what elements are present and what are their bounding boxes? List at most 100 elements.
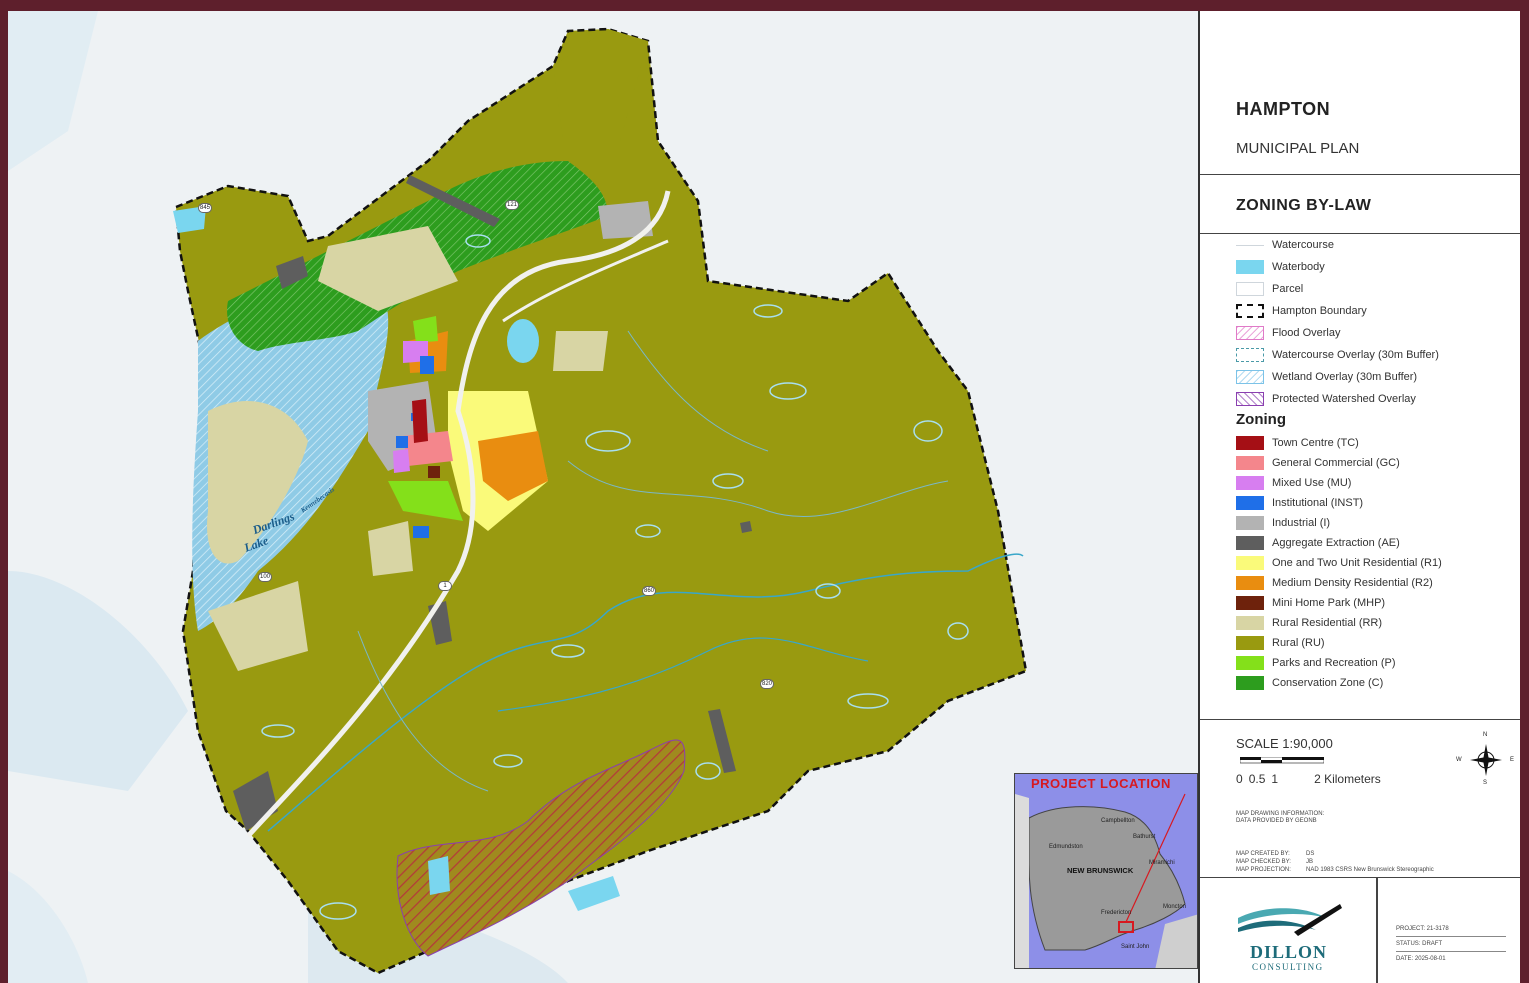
legend-item-parcel: Parcel bbox=[1236, 281, 1303, 297]
zone-label: Industrial (I) bbox=[1272, 517, 1331, 529]
compass-s: S bbox=[1483, 780, 1488, 786]
compass-rose-icon: N S E W bbox=[1456, 732, 1514, 786]
waterbody-swatch-icon bbox=[1236, 260, 1264, 274]
zone-color-swatch-icon bbox=[1236, 636, 1264, 650]
legend-zone-item: One and Two Unit Residential (R1) bbox=[1236, 555, 1442, 571]
map-drawing-info: MAP DRAWING INFORMATION: bbox=[1236, 811, 1325, 817]
zoning-heading: Zoning bbox=[1236, 411, 1286, 428]
route-shield-820: 820 bbox=[760, 679, 774, 689]
map-checked-label: MAP CHECKED BY: bbox=[1236, 859, 1291, 865]
parks-recreation bbox=[388, 481, 463, 521]
zoning-title-block: ZONING BY-LAW bbox=[1200, 175, 1520, 234]
dashed-teal-outline-icon bbox=[1236, 348, 1264, 362]
zone-color-swatch-icon bbox=[1236, 536, 1264, 550]
parcel-outline-icon bbox=[1236, 282, 1264, 296]
map-projection-value: NAD 1983 CSRS New Brunswick Stereographi… bbox=[1306, 867, 1434, 873]
waterbody bbox=[507, 319, 539, 363]
legend-zone-item: Industrial (I) bbox=[1236, 515, 1330, 531]
rural-zone-north bbox=[553, 29, 648, 141]
route-shield-860: 860 bbox=[642, 586, 656, 596]
legend-zone-item: Town Centre (TC) bbox=[1236, 435, 1359, 451]
zone-color-swatch-icon bbox=[1236, 676, 1264, 690]
legend-zone-item: Medium Density Residential (R2) bbox=[1236, 575, 1433, 591]
route-shield-100: 100 bbox=[258, 572, 272, 582]
inset-map-svg bbox=[1015, 774, 1197, 968]
project-location-inset: PROJECT LOCATION Campbellton Bathurst Ed… bbox=[1014, 773, 1198, 969]
scale-tick-1: 1 bbox=[1271, 772, 1279, 786]
inset-title: PROJECT LOCATION bbox=[1031, 776, 1171, 791]
zone-label: General Commercial (GC) bbox=[1272, 457, 1400, 469]
scale-tick-0: 0 bbox=[1236, 772, 1243, 786]
compass-e: E bbox=[1510, 757, 1515, 763]
town-centre bbox=[412, 399, 428, 443]
dillon-swoosh-icon bbox=[1238, 904, 1342, 936]
zone-label: Rural Residential (RR) bbox=[1272, 617, 1383, 629]
dillon-logo-sub: CONSULTING bbox=[1252, 962, 1324, 972]
zone-color-swatch-icon bbox=[1236, 596, 1264, 610]
project-number: PROJECT: 21-3178 bbox=[1396, 926, 1449, 932]
legend-item-boundary: Hampton Boundary bbox=[1236, 303, 1367, 319]
zone-label: Conservation Zone (C) bbox=[1272, 677, 1384, 689]
mini-home-park bbox=[428, 466, 440, 478]
pink-hatch-icon bbox=[1236, 326, 1264, 340]
route-shield-121: 121 bbox=[505, 200, 519, 210]
map-frame: Darlings Lake Kennebecasis 845 121 100 1… bbox=[8, 11, 1520, 983]
scale-ticks: 0 0.5 1 2 Kilometers bbox=[1236, 772, 1381, 786]
zone-label: Aggregate Extraction (AE) bbox=[1272, 537, 1400, 549]
inset-place-bathurst: Bathurst bbox=[1133, 834, 1156, 840]
zone-color-swatch-icon bbox=[1236, 476, 1264, 490]
scale-bar bbox=[1240, 757, 1324, 764]
legend-zone-item: General Commercial (GC) bbox=[1236, 455, 1400, 471]
compass-n: N bbox=[1483, 732, 1488, 738]
legend: Watercourse Waterbody Parcel Hampton Bou… bbox=[1200, 234, 1520, 720]
wetland-overlay bbox=[261, 234, 969, 920]
zone-color-swatch-icon bbox=[1236, 556, 1264, 570]
zone-label: Mixed Use (MU) bbox=[1272, 477, 1352, 489]
inset-place-edmundston: Edmundston bbox=[1049, 844, 1083, 850]
legend-item-watercourse: Watercourse bbox=[1236, 237, 1334, 253]
zone-label: Parks and Recreation (P) bbox=[1272, 657, 1396, 669]
map-data-provided: DATA PROVIDED BY GEONB bbox=[1236, 818, 1317, 824]
logo-block: DILLON CONSULTING PROJECT: 21-3178 STATU… bbox=[1200, 878, 1520, 983]
zone-color-swatch-icon bbox=[1236, 576, 1264, 590]
legend-item-flood: Flood Overlay bbox=[1236, 325, 1340, 341]
legend-item-waterbody: Waterbody bbox=[1236, 259, 1325, 275]
watercourse-line-icon bbox=[1236, 238, 1264, 252]
map-created-value: DS bbox=[1306, 851, 1315, 857]
general-commercial bbox=[403, 431, 453, 466]
map-projection-label: MAP PROJECTION: bbox=[1236, 867, 1291, 873]
legend-zone-item: Rural (RU) bbox=[1236, 635, 1325, 651]
rural-residential bbox=[207, 401, 308, 564]
legend-zone-item: Aggregate Extraction (AE) bbox=[1236, 535, 1400, 551]
zone-color-swatch-icon bbox=[1236, 436, 1264, 450]
legend-zone-item: Conservation Zone (C) bbox=[1236, 675, 1383, 691]
legend-zone-item: Mixed Use (MU) bbox=[1236, 475, 1351, 491]
zone-label: Mini Home Park (MHP) bbox=[1272, 597, 1386, 609]
zoning-map-svg bbox=[8, 11, 1028, 983]
legend-zone-item: Mini Home Park (MHP) bbox=[1236, 595, 1385, 611]
map-canvas[interactable]: Darlings Lake Kennebecasis 845 121 100 1… bbox=[8, 11, 1198, 983]
protected-watershed bbox=[396, 739, 686, 957]
map-checked-value: JB bbox=[1306, 859, 1314, 865]
zone-color-swatch-icon bbox=[1236, 656, 1264, 670]
zone-color-swatch-icon bbox=[1236, 496, 1264, 510]
blue-hatch-icon bbox=[1236, 370, 1264, 384]
route-1-road bbox=[246, 190, 671, 838]
map-created-label: MAP CREATED BY: bbox=[1236, 851, 1290, 857]
dillon-logo-text: DILLON bbox=[1250, 942, 1328, 962]
legend-zone-item: Rural Residential (RR) bbox=[1236, 615, 1382, 631]
logo-divider bbox=[1376, 878, 1378, 983]
zone-label: Rural (RU) bbox=[1272, 637, 1325, 649]
inset-place-saint-john: Saint John bbox=[1121, 944, 1150, 950]
scale-label: SCALE 1:90,000 bbox=[1236, 736, 1333, 751]
legend-item-watercourse-overlay: Watercourse Overlay (30m Buffer) bbox=[1236, 347, 1439, 363]
inset-place-fredericton: Fredericton bbox=[1101, 910, 1132, 916]
scale-km-label: 2 Kilometers bbox=[1314, 772, 1381, 786]
inset-place-miramichi: Miramichi bbox=[1149, 860, 1175, 866]
project-rule-2 bbox=[1396, 951, 1506, 952]
legend-panel: HAMPTON MUNICIPAL PLAN ZONING BY-LAW Wat… bbox=[1198, 11, 1520, 983]
inset-place-campbellton: Campbellton bbox=[1101, 818, 1135, 824]
legend-zone-item: Institutional (INST) bbox=[1236, 495, 1363, 511]
project-date: DATE: 2025-08-01 bbox=[1396, 956, 1446, 962]
zone-color-swatch-icon bbox=[1236, 516, 1264, 530]
